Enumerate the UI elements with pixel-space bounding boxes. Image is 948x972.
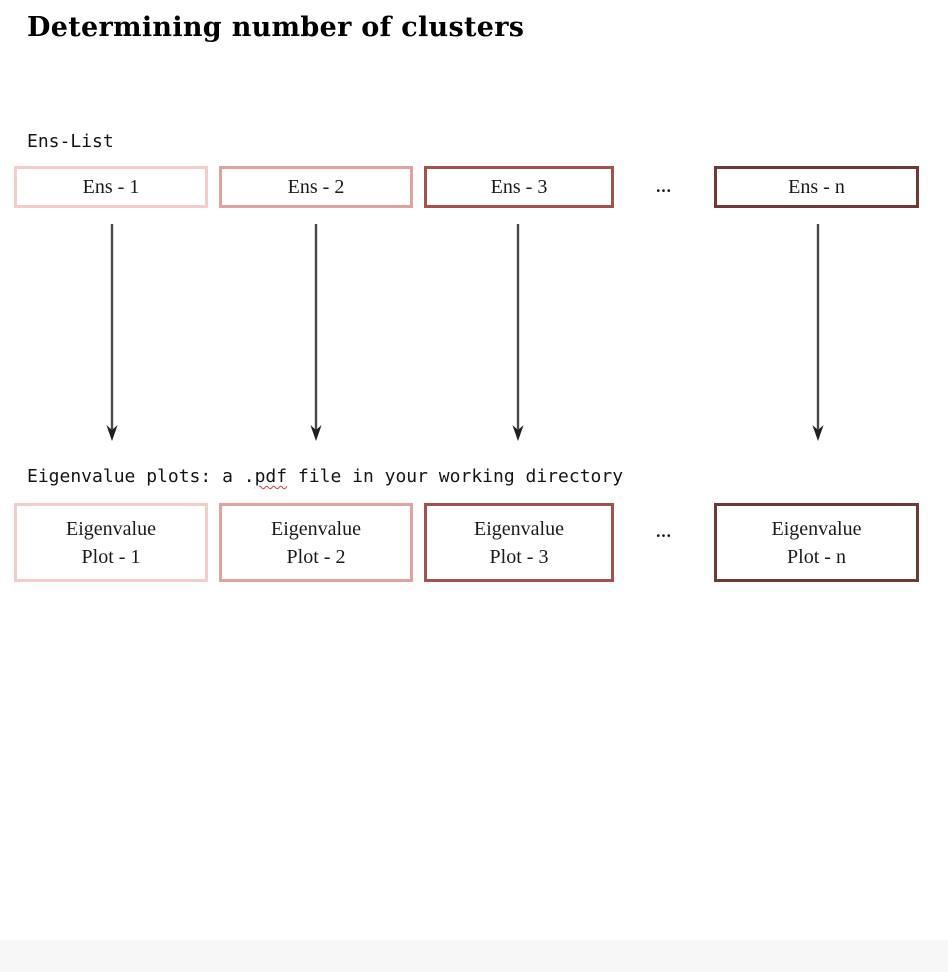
plot-box-1-line2: Plot - 1 bbox=[81, 545, 141, 568]
plots-label-part2: file in your working directory bbox=[287, 466, 624, 487]
plots-row-ellipsis: ... bbox=[656, 522, 672, 541]
down-arrow-2 bbox=[310, 224, 322, 441]
ens-box-1-label: Ens - 1 bbox=[82, 176, 140, 198]
ens-list-label: Ens-List bbox=[27, 131, 114, 152]
ens-box-2-label: Ens - 2 bbox=[287, 176, 345, 198]
plots-label-misspelled-word: pdf bbox=[254, 466, 288, 487]
plot-box-3-line2: Plot - 3 bbox=[489, 545, 549, 568]
eigenvalue-plot-box-1: Eigenvalue Plot - 1 bbox=[14, 503, 208, 582]
plot-box-2-line1: Eigenvalue bbox=[271, 517, 361, 540]
down-arrow-1 bbox=[106, 224, 118, 441]
plot-box-3-line1: Eigenvalue bbox=[474, 517, 564, 540]
plot-box-2-line2: Plot - 2 bbox=[286, 545, 346, 568]
arrow-head-icon bbox=[812, 425, 824, 441]
footer-strip bbox=[0, 940, 948, 972]
eigenvalue-plot-box-3: Eigenvalue Plot - 3 bbox=[424, 503, 614, 582]
ens-row-ellipsis: ... bbox=[656, 177, 672, 196]
arrow-head-icon bbox=[512, 425, 524, 441]
eigenvalue-plots-label: Eigenvalue plots: a .pdf file in your wo… bbox=[27, 465, 623, 489]
plot-box-1-line1: Eigenvalue bbox=[66, 517, 156, 540]
ens-box-3: Ens - 3 bbox=[424, 166, 614, 208]
plots-label-part1: Eigenvalue plots: a . bbox=[27, 466, 255, 487]
ens-box-3-label: Ens - 3 bbox=[490, 176, 548, 198]
down-arrow-4 bbox=[812, 224, 824, 441]
ens-box-n-label: Ens - n bbox=[788, 176, 845, 198]
plot-box-n-line2: Plot - n bbox=[787, 545, 846, 568]
eigenvalue-plot-box-2: Eigenvalue Plot - 2 bbox=[219, 503, 413, 582]
arrow-head-icon bbox=[310, 425, 322, 441]
plot-box-n-line1: Eigenvalue bbox=[771, 517, 862, 540]
ens-box-n: Ens - n bbox=[714, 166, 919, 208]
ens-box-1: Ens - 1 bbox=[14, 166, 208, 208]
down-arrow-3 bbox=[512, 224, 524, 441]
ens-box-2: Ens - 2 bbox=[219, 166, 413, 208]
page-title: Determining number of clusters bbox=[27, 12, 525, 43]
eigenvalue-plot-box-n: Eigenvalue Plot - n bbox=[714, 503, 919, 582]
arrow-head-icon bbox=[106, 425, 118, 441]
